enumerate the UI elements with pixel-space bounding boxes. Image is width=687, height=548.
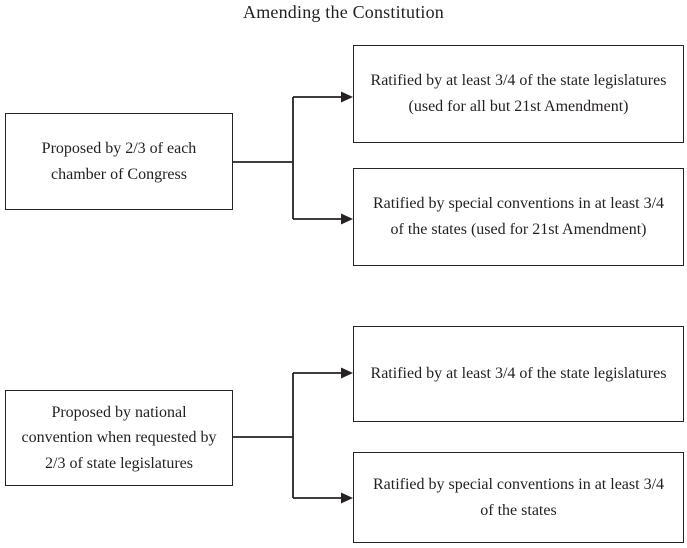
arrowhead-bottom-upper [341, 367, 353, 379]
arrowhead-top-upper [341, 91, 353, 103]
box-proposed-by-congress: Proposed by 2/3 of each chamber of Congr… [5, 113, 233, 210]
box-proposed-by-national-convention-label: Proposed by national convention when req… [21, 403, 217, 472]
arrowhead-bottom-lower [341, 492, 353, 504]
box-ratified-legislatures-label: Ratified by at least 3/4 of the state le… [370, 365, 667, 383]
diagram-title: Amending the Constitution [243, 2, 444, 22]
box-ratified-conventions-label: Ratified by special conventions in at le… [372, 475, 665, 519]
box-ratified-legislatures-all-but-21st-label: Ratified by at least 3/4 of the state le… [370, 72, 667, 115]
box-proposed-by-national-convention: Proposed by national convention when req… [5, 390, 233, 486]
box-ratified-legislatures-all-but-21st: Ratified by at least 3/4 of the state le… [353, 45, 684, 143]
box-ratified-conventions-21st: Ratified by special conventions in at le… [353, 168, 684, 266]
arrowhead-top-lower [341, 213, 353, 225]
box-ratified-conventions: Ratified by special conventions in at le… [353, 452, 684, 543]
box-proposed-by-congress-label: Proposed by 2/3 of each chamber of Congr… [41, 139, 197, 183]
box-ratified-conventions-21st-label: Ratified by special conventions in at le… [372, 195, 665, 238]
box-ratified-legislatures: Ratified by at least 3/4 of the state le… [353, 326, 684, 422]
